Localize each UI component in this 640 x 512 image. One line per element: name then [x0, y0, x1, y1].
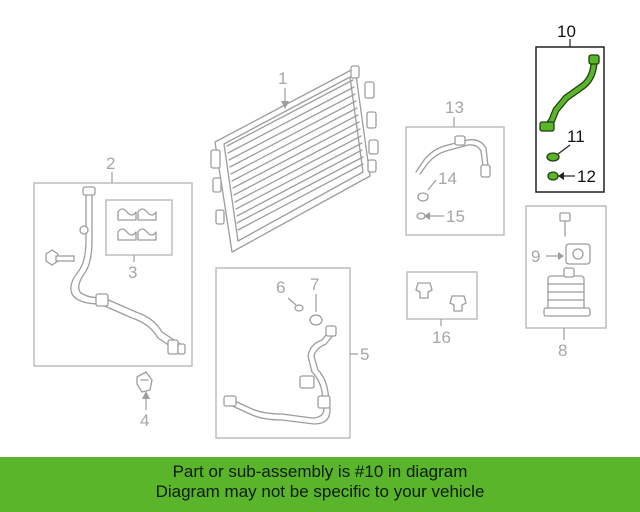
callout-11: 11 — [567, 127, 585, 146]
callout-9: 9 — [531, 247, 540, 266]
banner-line-2: Diagram may not be specific to your vehi… — [155, 482, 485, 501]
oil-cooler-part-8[interactable] — [543, 267, 591, 317]
clip-box-3 — [105, 199, 173, 256]
clips-part-3[interactable] — [117, 208, 157, 241]
callout-13: 13 — [445, 98, 464, 117]
cooler-tube-part-5[interactable] — [223, 325, 337, 425]
seal-part-14[interactable] — [417, 192, 429, 202]
line-part-13[interactable] — [415, 135, 491, 178]
seal-part-15[interactable] — [416, 212, 426, 220]
callout-14: 14 — [438, 169, 457, 188]
callout-16: 16 — [432, 328, 451, 347]
assembly-box-13 — [405, 126, 505, 236]
callout-10: 10 — [557, 22, 576, 41]
condenser-part-1[interactable] — [210, 65, 379, 253]
callout-12: 12 — [577, 167, 596, 186]
seal-part-11[interactable] — [546, 152, 560, 162]
o-ring-part-7[interactable] — [309, 314, 323, 326]
parts-diagram: 1 2 3 4 5 6 — [33, 22, 607, 439]
cooler-lines-part-2[interactable] — [70, 186, 186, 355]
info-banner: Part or sub-assembly is #10 in diagram D… — [0, 457, 640, 512]
callout-5: 5 — [360, 345, 369, 364]
assembly-box-5 — [215, 267, 351, 439]
clips-part-16[interactable] — [415, 282, 467, 312]
adapter-part-9[interactable] — [565, 243, 591, 265]
bracket-part-4[interactable] — [136, 371, 153, 393]
callout-7: 7 — [310, 275, 319, 294]
seal-part-6[interactable] — [294, 304, 304, 312]
callout-6: 6 — [276, 278, 285, 297]
callout-1: 1 — [278, 69, 287, 88]
bolt-part-8[interactable] — [559, 212, 571, 237]
callout-15: 15 — [446, 207, 465, 226]
callout-8: 8 — [558, 341, 567, 360]
assembly-box-8 — [525, 205, 607, 329]
callout-4: 4 — [140, 411, 149, 430]
assembly-box-2 — [33, 182, 193, 367]
cooler-hose-part-10[interactable] — [539, 54, 600, 132]
bolt-part[interactable] — [45, 249, 75, 266]
seal-part-12[interactable] — [547, 171, 559, 181]
banner-line-1: Part or sub-assembly is #10 in diagram — [172, 462, 468, 481]
callout-3: 3 — [128, 263, 137, 282]
assembly-box-16 — [406, 271, 478, 320]
callout-2: 2 — [106, 154, 115, 173]
